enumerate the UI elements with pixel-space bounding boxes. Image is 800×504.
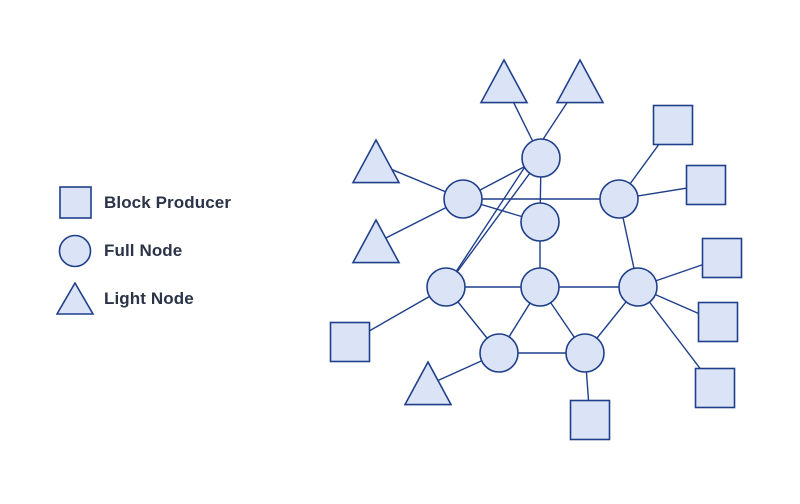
legend-item-block-producer: Block Producer	[56, 186, 231, 220]
legend-label-light-node: Light Node	[104, 289, 194, 308]
block-producer-s2	[685, 164, 727, 206]
block-producer-s4	[697, 301, 739, 343]
full-node-f8	[479, 333, 519, 373]
block-producer-s7	[569, 399, 611, 441]
nodes-layer	[329, 58, 743, 441]
full-node-f7	[618, 267, 658, 307]
full-node-f3	[599, 179, 639, 219]
legend: Block Producer Full Node Light Node	[56, 186, 231, 330]
full-node-f5	[426, 267, 466, 307]
light-node-t2	[351, 218, 401, 264]
block-producer-s5	[694, 367, 736, 409]
full-node-f4	[520, 202, 560, 242]
block-producer-s3	[701, 237, 743, 279]
legend-item-light-node: Light Node	[56, 282, 231, 316]
legend-label-block-producer: Block Producer	[104, 193, 232, 212]
full-node-f1	[443, 179, 483, 219]
full-node-f9	[565, 333, 605, 373]
light-node-t1	[351, 138, 401, 184]
square-icon	[59, 186, 92, 219]
full-node-f2	[521, 138, 561, 178]
legend-label-full-node: Full Node	[104, 241, 183, 260]
full-node-f6	[520, 267, 560, 307]
light-node-t3	[479, 58, 529, 104]
legend-item-full-node: Full Node	[56, 234, 231, 268]
edge-f2-f5	[445, 157, 542, 288]
edge-t4-f5	[445, 82, 581, 288]
block-producer-s6	[329, 321, 371, 363]
triangle-icon	[56, 282, 95, 315]
block-producer-s1	[652, 104, 694, 146]
light-node-t5	[403, 360, 453, 406]
light-node-t4	[555, 58, 605, 104]
circle-icon	[58, 234, 92, 268]
